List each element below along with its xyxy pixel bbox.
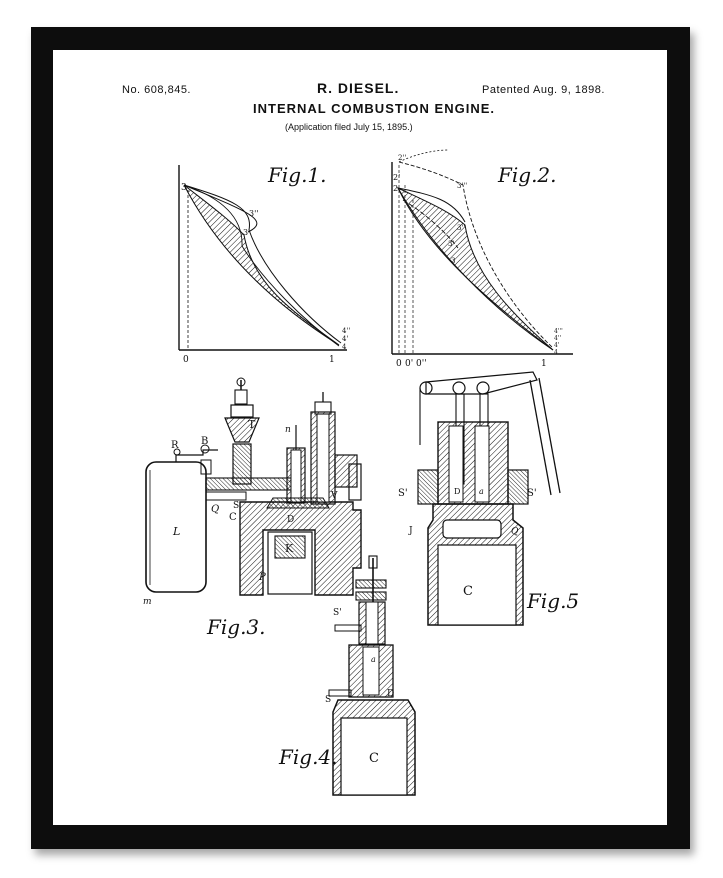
fig2-point-2p: 2' bbox=[393, 173, 400, 182]
patent-date: Patented Aug. 9, 1898. bbox=[482, 84, 605, 96]
fig2-point-3: 3 bbox=[451, 257, 455, 265]
patent-number: No. 608,845. bbox=[122, 84, 191, 96]
fig2-point-4ppp: 4''' bbox=[554, 328, 563, 335]
patent-title: INTERNAL COMBUSTION ENGINE. bbox=[253, 101, 495, 116]
fig1-label: Fig.1. bbox=[267, 163, 327, 187]
fig4-part-C: C bbox=[369, 751, 379, 766]
fig3-part-Q: Q bbox=[211, 504, 219, 515]
fig3-part-B: B bbox=[201, 436, 208, 447]
fig2-point-4p: 4' bbox=[554, 342, 560, 349]
fig3-part-S: S bbox=[233, 501, 239, 511]
fig3-part-R: R bbox=[171, 440, 179, 451]
fig1-point-3p: 3' bbox=[243, 228, 250, 237]
figure-4: S' S D a C Fig.4. bbox=[278, 555, 416, 796]
fig1-point-4: 4 bbox=[342, 343, 347, 351]
patent-drawings: 3 3'' 3' 4'' 4' 4 0 1 Fig.1. 2'' 2' 2 bbox=[143, 149, 579, 796]
fig2-point-3ppp: 3''' bbox=[457, 182, 467, 190]
fig5-part-Sprime-left: S' bbox=[398, 488, 408, 499]
patent-sheet: No. 608,845. R. DIESEL. Patented Aug. 9,… bbox=[53, 50, 667, 825]
fig5-part-Q: Q bbox=[511, 527, 519, 537]
fig5-part-C: C bbox=[463, 584, 473, 599]
fig3-part-n: n bbox=[285, 425, 291, 435]
fig2-point-4: 4 bbox=[554, 349, 558, 356]
figure-2: 2'' 2' 2 3''' 3'' 3' 3 4''' 4'' 4' 4 0 0… bbox=[391, 149, 573, 369]
fig2-label: Fig.2. bbox=[497, 163, 557, 187]
fig1-point-3pp: 3'' bbox=[249, 209, 259, 218]
fig3-label: Fig.3. bbox=[206, 615, 266, 639]
fig2-point-2pp: 2'' bbox=[398, 154, 406, 162]
fig5-part-Sprime-right: S' bbox=[527, 488, 537, 499]
fig3-part-m: m bbox=[143, 597, 152, 607]
fig4-part-a: a bbox=[371, 655, 376, 664]
figure-1: 3 3'' 3' 4'' 4' 4 0 1 Fig.1. bbox=[178, 163, 350, 365]
fig2-point-3p: 3' bbox=[448, 240, 454, 248]
fig2-point-4pp: 4'' bbox=[554, 335, 561, 342]
fig3-part-T: T bbox=[248, 418, 256, 431]
fig5-label: Fig.5 bbox=[526, 589, 579, 613]
fig3-part-L: L bbox=[172, 525, 180, 538]
fig1-axis-origin: 0 bbox=[183, 355, 189, 365]
fig2-hatched-area bbox=[396, 186, 554, 351]
fig3-part-P: P bbox=[258, 572, 266, 583]
fig2-point-3pp: 3'' bbox=[457, 224, 465, 232]
fig4-part-S: S bbox=[325, 695, 331, 705]
fig2-tick-0p: 0' bbox=[405, 359, 413, 369]
fig3-part-V: V bbox=[330, 491, 338, 501]
figure-5: S' S' D a J Q C Fig.5 bbox=[398, 371, 579, 626]
fig3-part-C: C bbox=[229, 512, 237, 523]
fig1-point-3: 3 bbox=[181, 183, 187, 193]
fig5-part-a: a bbox=[479, 487, 484, 496]
fig3-part-D: D bbox=[287, 515, 294, 525]
inventor-name: R. DIESEL. bbox=[317, 80, 400, 96]
fig4-label: Fig.4. bbox=[278, 745, 338, 769]
application-filed-date: (Application filed July 15, 1895.) bbox=[285, 122, 413, 132]
fig4-part-D: D bbox=[387, 689, 394, 699]
fig1-hatched-area bbox=[183, 184, 340, 346]
fig1-point-4pp: 4'' bbox=[342, 327, 350, 335]
figure-3: L R B Q C S T n D V K P m Fig.3. bbox=[143, 377, 362, 639]
fig5-part-J: J bbox=[408, 526, 413, 536]
fig2-tick-1: 1 bbox=[541, 359, 547, 369]
fig4-part-Sprime: S' bbox=[333, 608, 342, 618]
fig2-point-2: 2 bbox=[393, 184, 398, 193]
fig2-tick-0pp: 0'' bbox=[416, 359, 427, 369]
fig1-point-4p: 4' bbox=[342, 335, 348, 343]
fig2-tick-0: 0 bbox=[396, 359, 402, 369]
fig3-part-K: K bbox=[285, 542, 294, 555]
fig1-axis-end: 1 bbox=[329, 355, 335, 365]
fig5-part-D: D bbox=[454, 487, 460, 496]
